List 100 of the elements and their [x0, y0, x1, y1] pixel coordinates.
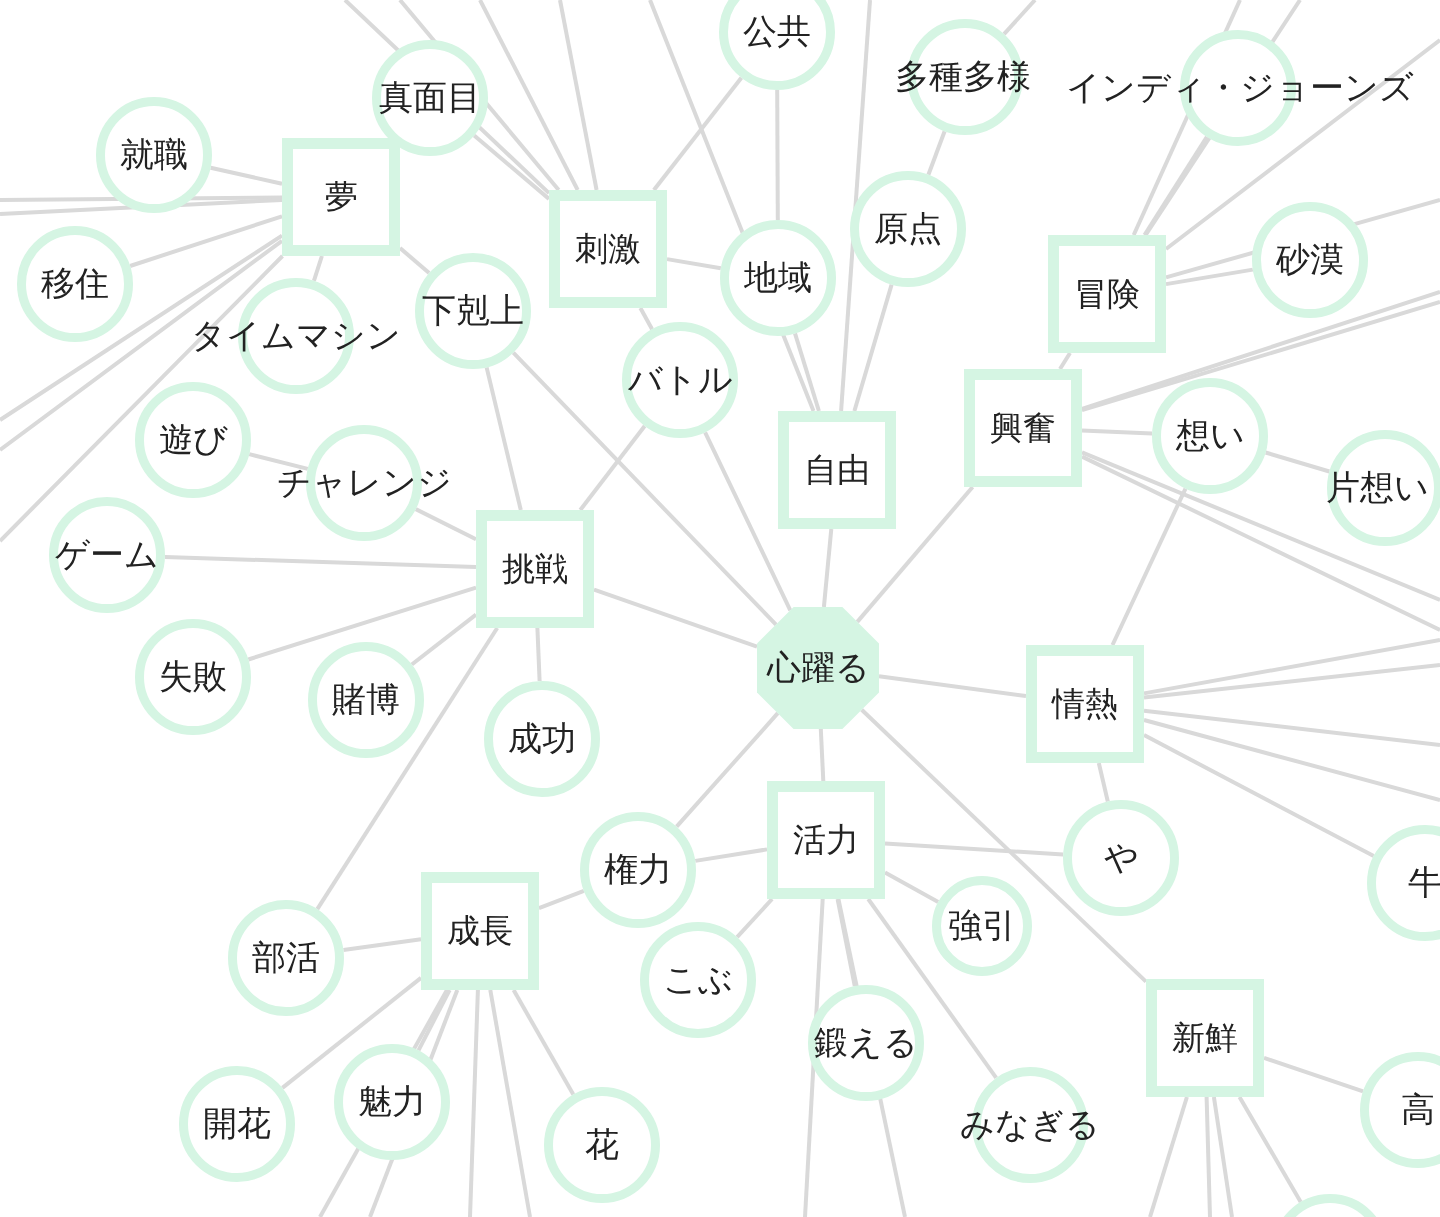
- node-label: 挑戦: [502, 550, 568, 588]
- node-label: チャレンジ: [276, 464, 452, 502]
- connector-line: [1143, 718, 1440, 802]
- center-node: [757, 607, 879, 729]
- connector-line: [878, 674, 1027, 698]
- node-label: 成功: [508, 720, 576, 758]
- node-label: や: [1103, 839, 1139, 877]
- connector-line: [315, 626, 499, 911]
- category-node: [282, 138, 400, 256]
- connector-line: [511, 351, 778, 626]
- connector-line: [1237, 1096, 1303, 1203]
- node-label: 高: [1401, 1091, 1435, 1129]
- connector-line: [281, 976, 423, 1090]
- connector-line: [1265, 450, 1330, 474]
- connector-line: [652, 76, 743, 192]
- connector-line: [835, 898, 857, 987]
- node-label: 冒険: [1074, 275, 1140, 313]
- connector-line: [484, 366, 523, 511]
- node-label: 移住: [41, 265, 109, 303]
- connector-line: [1110, 487, 1188, 646]
- category-node: [964, 369, 1082, 487]
- connector-line: [558, 0, 599, 191]
- connector-line: [468, 989, 480, 1217]
- node-label: 興奮: [990, 409, 1056, 447]
- connector-line: [866, 897, 998, 1079]
- category-node: [767, 781, 885, 899]
- category-node: [778, 411, 896, 529]
- node-label: バトル: [627, 361, 733, 399]
- connector-line: [818, 728, 826, 782]
- category-node: [549, 190, 667, 308]
- connector-line: [1081, 450, 1440, 602]
- connector-line: [1081, 454, 1440, 632]
- connector-line: [855, 485, 975, 624]
- node-label: 多種多様: [895, 58, 1031, 96]
- node-label: 就職: [120, 136, 188, 174]
- connector-line: [793, 332, 821, 412]
- connector-line: [472, 133, 551, 201]
- node-label: 片想い: [1325, 469, 1429, 507]
- node-label: タイムマシン: [191, 317, 401, 355]
- connector-line: [416, 989, 452, 1052]
- node-label: ゲーム: [55, 536, 159, 574]
- connector-line: [926, 130, 947, 176]
- keyword-node: [1152, 378, 1268, 494]
- connector-line: [1143, 663, 1440, 700]
- category-node: [421, 872, 539, 990]
- connector-line: [535, 627, 542, 682]
- connector-line: [164, 554, 477, 570]
- category-node: [476, 510, 594, 628]
- node-label: 賭博: [332, 681, 400, 719]
- node-label: 刺激: [575, 230, 641, 268]
- connector-line: [821, 528, 834, 608]
- node-label: こぶ: [663, 961, 733, 999]
- node-label: 心躍る: [766, 649, 870, 687]
- connector-line: [852, 284, 894, 412]
- node-label: 魅力: [358, 1083, 426, 1121]
- category-node: [1048, 235, 1166, 353]
- connector-line: [410, 613, 478, 667]
- connector-line: [488, 989, 532, 1217]
- node-label: 地域: [744, 259, 812, 297]
- connector-line: [312, 255, 324, 282]
- connector-line: [884, 870, 940, 904]
- connector-line: [1263, 1056, 1364, 1094]
- connector-line: [1143, 708, 1440, 747]
- connector-line: [1143, 733, 1375, 858]
- connector-line: [1165, 267, 1254, 287]
- node-label: 失敗: [159, 658, 227, 696]
- connector-line: [1204, 1096, 1212, 1217]
- node-label: 想い: [1175, 417, 1245, 455]
- connector-line: [884, 841, 1064, 857]
- connector-line: [775, 90, 780, 220]
- connector-line: [1164, 38, 1440, 251]
- connector-line: [1081, 428, 1153, 436]
- node-label: 夢: [324, 178, 358, 216]
- connector-line: [1143, 638, 1440, 696]
- node-label: 新鮮: [1172, 1019, 1238, 1057]
- connector-line: [675, 711, 780, 829]
- node-label: 下剋上: [422, 292, 524, 330]
- node-label: みなぎる: [960, 1106, 1100, 1144]
- node-label: 鍛える: [814, 1024, 918, 1062]
- node-label: インディ・ジョーンズ: [1066, 69, 1414, 107]
- node-label: 情熱: [1052, 685, 1118, 723]
- node-label: 強引: [948, 907, 1016, 945]
- connector-line: [1096, 762, 1110, 802]
- connector-line: [578, 424, 647, 512]
- node-label: 花: [585, 1126, 619, 1164]
- node-label: 活力: [793, 821, 859, 859]
- connector-line: [1148, 1096, 1189, 1217]
- connector-line: [398, 246, 431, 275]
- connector-line: [593, 587, 758, 649]
- connector-line: [1058, 351, 1072, 371]
- connector-line: [511, 989, 576, 1096]
- node-label: 真面目: [379, 79, 481, 117]
- connector-line: [839, 0, 872, 412]
- category-node: [1146, 979, 1264, 1097]
- node-label: 公共: [743, 13, 811, 51]
- connector-line: [1142, 135, 1209, 237]
- connector-line: [210, 165, 283, 186]
- node-label: 遊び: [158, 421, 228, 459]
- node-label: 開花: [203, 1105, 271, 1143]
- node-label: 砂漠: [1276, 241, 1344, 279]
